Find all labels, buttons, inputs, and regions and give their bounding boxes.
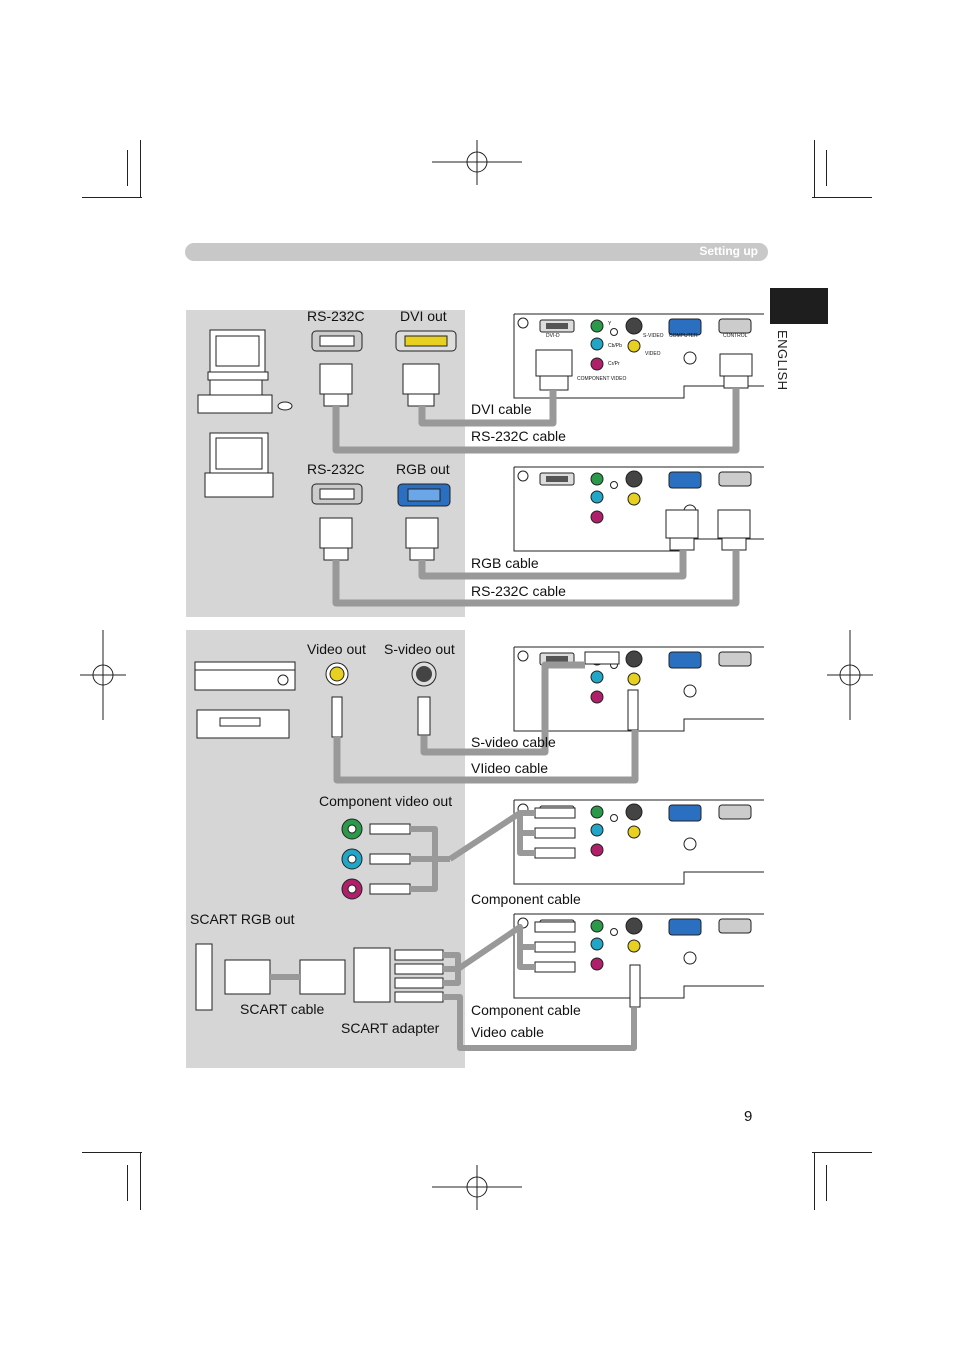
port-label-computer: COMPUTER	[669, 333, 698, 339]
svideo-out-label: S-video out	[384, 641, 455, 657]
video-cable-label-2: Video cable	[471, 1024, 544, 1040]
video-out-label: Video out	[307, 641, 366, 657]
projector-panel-3	[513, 646, 765, 732]
port-label-cr-pr: Cr/Pr	[608, 361, 620, 367]
scart-cable-label: SCART cable	[240, 1001, 325, 1017]
rs232c-bottom-label: RS-232C	[307, 461, 365, 477]
page-number: 9	[744, 1108, 753, 1125]
pc-cables	[332, 388, 740, 607]
dvi-cable-label: DVI cable	[471, 401, 532, 417]
component-out-jacks	[341, 807, 576, 973]
port-label-control: CONTROL	[723, 333, 748, 339]
vcr-icon	[196, 709, 290, 739]
rs232c-cable-label-1: RS-232C cable	[471, 428, 566, 444]
rgb-out-label: RGB out	[396, 461, 450, 477]
video-cables	[333, 661, 639, 784]
video-cable-label: VIideo cable	[471, 760, 549, 776]
section-title: Setting up	[699, 244, 758, 258]
port-label-cb-pb: Cb/Pb	[608, 343, 622, 349]
rs232c-cable-label-2: RS-232C cable	[471, 583, 566, 599]
component-video-out-label: Component video out	[319, 793, 453, 809]
component-cable-label-2: Component cable	[471, 1002, 581, 1018]
rs232c-port-icon	[311, 330, 363, 352]
port-label-dvi-d: DVI-D	[546, 333, 560, 339]
scart-rgb-out-label: SCART RGB out	[190, 911, 295, 927]
language-tab	[770, 288, 828, 324]
component-cable-label-1: Component cable	[471, 891, 581, 907]
video-out-jack	[325, 662, 349, 686]
rs232c-port-icon-2	[311, 483, 363, 505]
port-label-video: VIDEO	[645, 351, 661, 357]
rs232c-top-label: RS-232C	[307, 308, 365, 324]
scart-adapter-label: SCART adapter	[341, 1020, 440, 1036]
rgb-cable-label: RGB cable	[471, 555, 539, 571]
port-label-component-video: COMPONENT VIDEO	[577, 376, 627, 382]
cable-plugs	[319, 363, 440, 561]
language-label: ENGLISH	[775, 330, 790, 391]
svideo-cable-label: S-video cable	[471, 734, 556, 750]
scart-port-icon	[195, 943, 444, 1011]
section-header-bar: Setting up	[185, 243, 768, 261]
desktop-computer-icon	[197, 329, 293, 414]
dvi-port-icon	[395, 330, 457, 352]
scart-cables	[270, 924, 637, 1051]
dvi-out-label: DVI out	[400, 308, 447, 324]
laptop-icon	[204, 432, 274, 498]
component-cables	[410, 810, 535, 892]
dvd-player-icon	[194, 661, 296, 691]
svideo-out-jack	[411, 661, 437, 687]
rgb-port-icon	[397, 483, 451, 507]
port-label-y: Y	[608, 321, 612, 327]
port-label-s-video: S-VIDEO	[643, 333, 664, 339]
